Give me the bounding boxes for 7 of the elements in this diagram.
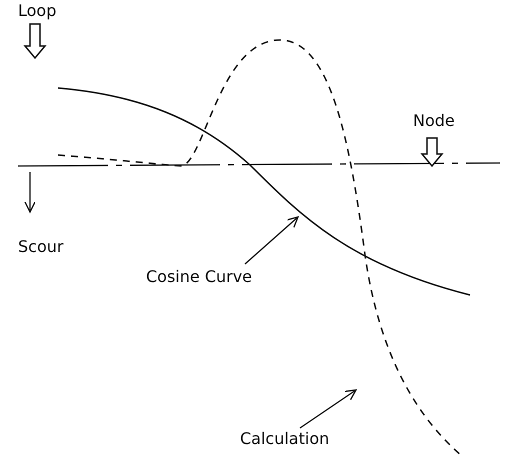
leader-line: [244, 216, 299, 264]
curve-label: Cosine Curve: [146, 268, 252, 286]
position-label: Scour: [18, 238, 64, 256]
position-label: Loop: [18, 2, 56, 20]
curve-label: Calculation: [240, 430, 330, 448]
position-label: Node: [413, 112, 455, 130]
leader-line: [300, 389, 357, 429]
